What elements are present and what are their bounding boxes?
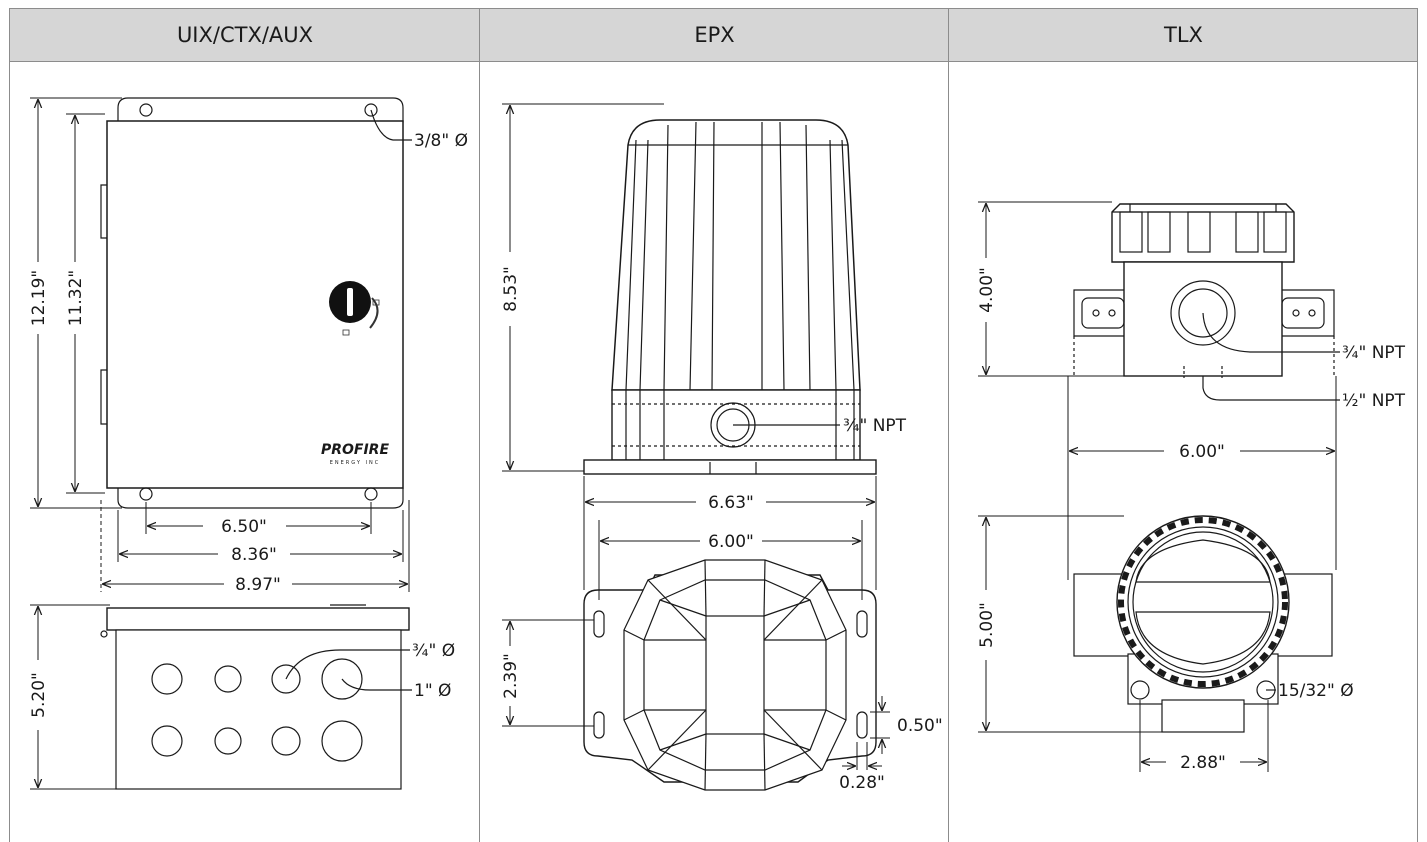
uix-knockout-small <box>214 727 242 755</box>
epx-dim-slot-spacing: 6.00" <box>708 532 754 552</box>
uix-dim-small-knockout: ¾" Ø <box>412 641 455 661</box>
tlx-dim-height: 4.00" <box>977 267 997 313</box>
tlx-dim-conduit-main: ¾" NPT <box>1342 343 1406 363</box>
uix-knockout-large <box>151 725 183 757</box>
tlx-dim-mount-hole: 15/32" Ø <box>1278 681 1354 701</box>
epx-mount-slot <box>593 711 605 739</box>
uix-mount-plate <box>117 97 404 123</box>
epx-mount-slot <box>593 610 605 638</box>
epx-dim-height: 8.53" <box>501 266 521 312</box>
tlx-mount-hole <box>1130 680 1150 700</box>
tlx-housing <box>1123 261 1283 377</box>
uix-knockout-small <box>271 664 301 694</box>
tlx-dim-conduit-small: ½" NPT <box>1342 391 1406 411</box>
column-header-epx: EPX <box>694 23 735 47</box>
tlx-dim-depth: 5.00" <box>977 602 997 648</box>
epx-dims <box>502 103 890 770</box>
epx-base-plate <box>583 459 877 475</box>
uix-dims <box>30 97 410 790</box>
epx-dome <box>611 119 861 391</box>
uix-logo-subtext: ENERGY INC <box>330 460 381 466</box>
tlx-drawing <box>1073 203 1340 733</box>
uix-dim-door-height: 11.32" <box>66 270 86 327</box>
uix-mount-hole <box>364 487 378 501</box>
uix-dim-mount-hole: 3/8" Ø <box>414 131 468 151</box>
uix-dim-large-knockout: 1" Ø <box>414 681 451 701</box>
uix-door-lock <box>329 281 380 336</box>
tlx-dim-hole-spacing: 2.88" <box>1180 753 1226 773</box>
table-divider-1 <box>479 8 480 842</box>
table-border-right <box>1417 8 1418 842</box>
uix-dim-overall-width: 8.97" <box>235 575 281 595</box>
column-header-tlx: TLX <box>1164 23 1203 47</box>
uix-knockout-small <box>271 726 301 756</box>
uix-drawing <box>100 97 412 509</box>
epx-dim-slot-width: 0.28" <box>839 773 885 793</box>
column-header-uix: UIX/CTX/AUX <box>176 23 314 47</box>
epx-dim-base-width: 6.63" <box>708 493 754 513</box>
epx-dim-slot-length: 0.50" <box>897 716 943 736</box>
tlx-dims <box>978 201 1337 772</box>
uix-dim-body-width: 8.36" <box>231 545 277 565</box>
table-border-left <box>9 8 10 842</box>
table-divider-2 <box>948 8 949 842</box>
epx-drawing <box>583 119 877 791</box>
uix-knockout-large <box>321 720 363 762</box>
table-header-row: UIX/CTX/AUX EPX TLX <box>9 8 1418 62</box>
uix-mount-hole <box>139 103 153 117</box>
uix-mount-hole <box>139 487 153 501</box>
epx-dim-conduit: ¾" NPT <box>843 416 907 436</box>
tlx-cap <box>1111 203 1295 263</box>
tlx-cover-top-view <box>1116 515 1290 689</box>
uix-bottom-view <box>100 604 412 790</box>
uix-dim-depth: 5.20" <box>29 672 49 718</box>
uix-logo: PROFIRE <box>321 442 389 458</box>
uix-dim-hole-spacing: 6.50" <box>221 517 267 537</box>
uix-dim-total-height: 12.19" <box>29 270 49 327</box>
uix-knockout-large <box>151 663 183 695</box>
uix-knockout-large <box>321 658 363 700</box>
uix-knockout-small <box>214 665 242 693</box>
tlx-conduit-entry <box>1170 280 1236 346</box>
epx-mount-slot <box>856 610 868 638</box>
epx-dim-slot-vertical: 2.39" <box>501 653 521 699</box>
epx-mount-slot <box>856 711 868 739</box>
uix-mount-hole <box>364 103 378 117</box>
epx-dome-top-view <box>623 559 847 791</box>
tlx-dim-width: 6.00" <box>1179 442 1225 462</box>
